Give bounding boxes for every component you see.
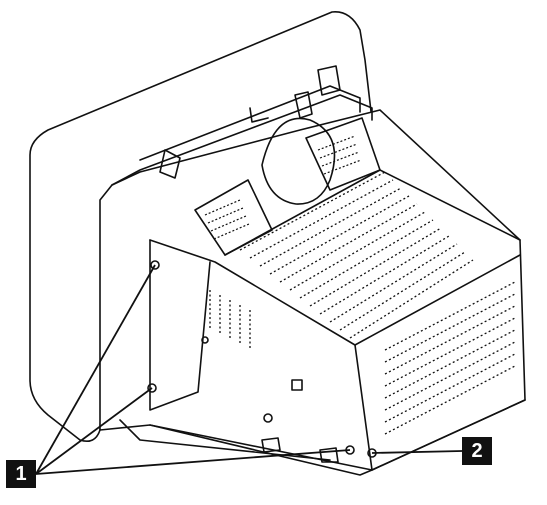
leader-line-1c (35, 449, 351, 475)
top-ledge (111, 94, 373, 186)
leader-line-2 (371, 450, 463, 454)
crt-neck (261, 117, 336, 205)
leader-line-1a (35, 264, 156, 475)
callout-2: 2 (462, 437, 492, 465)
right-side-panel (354, 254, 521, 346)
callout-1: 1 (6, 460, 36, 488)
left-side-panel (149, 239, 373, 471)
screw-icon (147, 383, 157, 393)
leader-line-1b (35, 387, 153, 475)
screw-icon (150, 260, 160, 270)
rear-shell (99, 109, 526, 476)
